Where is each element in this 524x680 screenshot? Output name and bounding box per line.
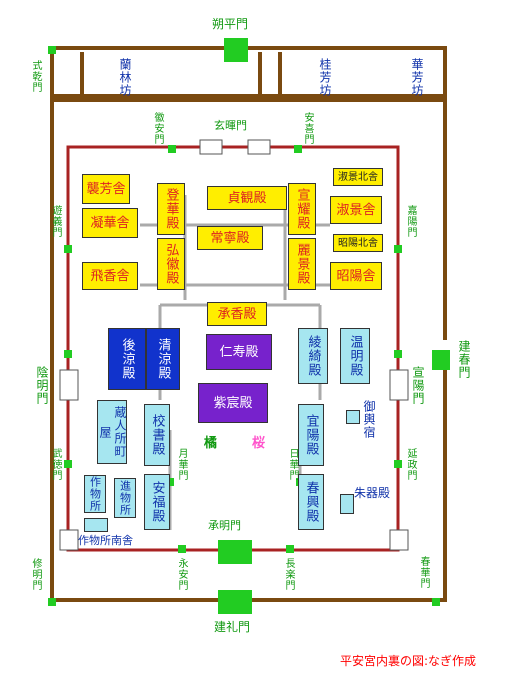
hall-gyoeshuku: 御輿宿 bbox=[362, 400, 376, 439]
gate-shumei: 修明門 bbox=[30, 558, 41, 591]
gate-choraku: 長楽門 bbox=[283, 558, 294, 591]
hall-gyoyoden: 宜陽殿 bbox=[298, 404, 324, 466]
hall-shukei-hokusha: 淑景北舎 bbox=[333, 168, 383, 186]
tree-sakura: 桜 bbox=[252, 436, 266, 451]
hall-shunkoden: 春興殿 bbox=[298, 474, 324, 530]
hall-tokaden: 登華殿 bbox=[157, 183, 185, 235]
gate-kenrei: 建礼門 bbox=[214, 620, 251, 634]
hall-unmeiden: 温明殿 bbox=[340, 328, 370, 384]
gate-butoku: 武徳門 bbox=[50, 448, 61, 481]
gate-notches bbox=[59, 139, 409, 551]
gate-gekka: 月華門 bbox=[176, 448, 187, 481]
tree-tachibana: 橘 bbox=[204, 436, 218, 451]
hall-reikeiden: 麗景殿 bbox=[288, 238, 316, 290]
hall-gyoeshuku-block bbox=[346, 410, 360, 424]
hall-shukiden: 朱器殿 bbox=[354, 486, 391, 500]
gate-sakuhei: 朔平門 bbox=[212, 17, 249, 31]
gate-anki: 安喜門 bbox=[302, 112, 313, 145]
hall-seiryoden: 清涼殿 bbox=[146, 328, 180, 390]
gate-inmei: 陰明門 bbox=[35, 366, 49, 405]
hall-shinmotsu: 進物所 bbox=[114, 478, 136, 518]
hall-jokanden: 貞観殿 bbox=[207, 186, 287, 210]
hall-joneiden: 常寧殿 bbox=[197, 226, 263, 250]
hall-gyokasha: 凝華舎 bbox=[82, 208, 138, 238]
hall-kurodo: 蔵人所町屋 bbox=[97, 400, 127, 464]
gate-eian: 永安門 bbox=[176, 558, 187, 591]
hall-senyoden: 宣耀殿 bbox=[288, 183, 316, 235]
quarter-ranrin: 蘭林坊 bbox=[118, 58, 132, 97]
gate-senyo: 宣陽門 bbox=[411, 366, 425, 405]
gate-markers bbox=[48, 38, 450, 614]
gate-shunka: 春華門 bbox=[418, 556, 429, 589]
hall-shishinden: 紫宸殿 bbox=[198, 383, 268, 423]
hall-sakumotsu-south: 作物所南舎 bbox=[78, 534, 133, 547]
hall-jijuden: 仁寿殿 bbox=[206, 334, 272, 370]
gate-kian: 徽安門 bbox=[152, 112, 163, 145]
hall-shoyo-hokusha: 昭陽北舎 bbox=[333, 234, 383, 252]
gate-kayo: 嘉陽門 bbox=[405, 205, 416, 238]
quarter-kaho: 華芳坊 bbox=[410, 58, 424, 97]
gate-shomei: 承明門 bbox=[208, 519, 241, 532]
hall-shoyosha: 昭陽舎 bbox=[330, 262, 382, 290]
hall-ryokiden: 綾綺殿 bbox=[298, 328, 328, 384]
hall-shuhosha: 襲芳舎 bbox=[82, 174, 130, 204]
hall-sakumotsu-south-block bbox=[84, 518, 108, 532]
gate-genki: 玄暉門 bbox=[214, 119, 247, 132]
gate-shikiken: 式乾門 bbox=[30, 60, 41, 93]
gate-kenshun: 建春門 bbox=[457, 340, 471, 379]
quarter-keiho: 桂芳坊 bbox=[318, 58, 332, 97]
gate-yugi: 遊義門 bbox=[50, 205, 61, 238]
hall-koryoden: 後涼殿 bbox=[108, 328, 146, 390]
hall-shigeisha: 淑景舎 bbox=[330, 196, 382, 224]
gate-ensei: 延政門 bbox=[405, 448, 416, 481]
hall-shukiden-block bbox=[340, 494, 354, 514]
hall-kyoshoden: 校書殿 bbox=[144, 404, 170, 466]
map-credit: 平安宮内裏の図:なぎ作成 bbox=[340, 654, 477, 668]
hall-hikyosha: 飛香舎 bbox=[82, 262, 138, 290]
hall-kokiden: 弘徽殿 bbox=[157, 238, 185, 290]
hall-kokyoden: 承香殿 bbox=[207, 302, 267, 326]
hall-sakumotsu: 作物所 bbox=[84, 475, 106, 513]
gate-nikka: 日華門 bbox=[287, 448, 298, 481]
hall-anpukuden: 安福殿 bbox=[144, 474, 170, 530]
